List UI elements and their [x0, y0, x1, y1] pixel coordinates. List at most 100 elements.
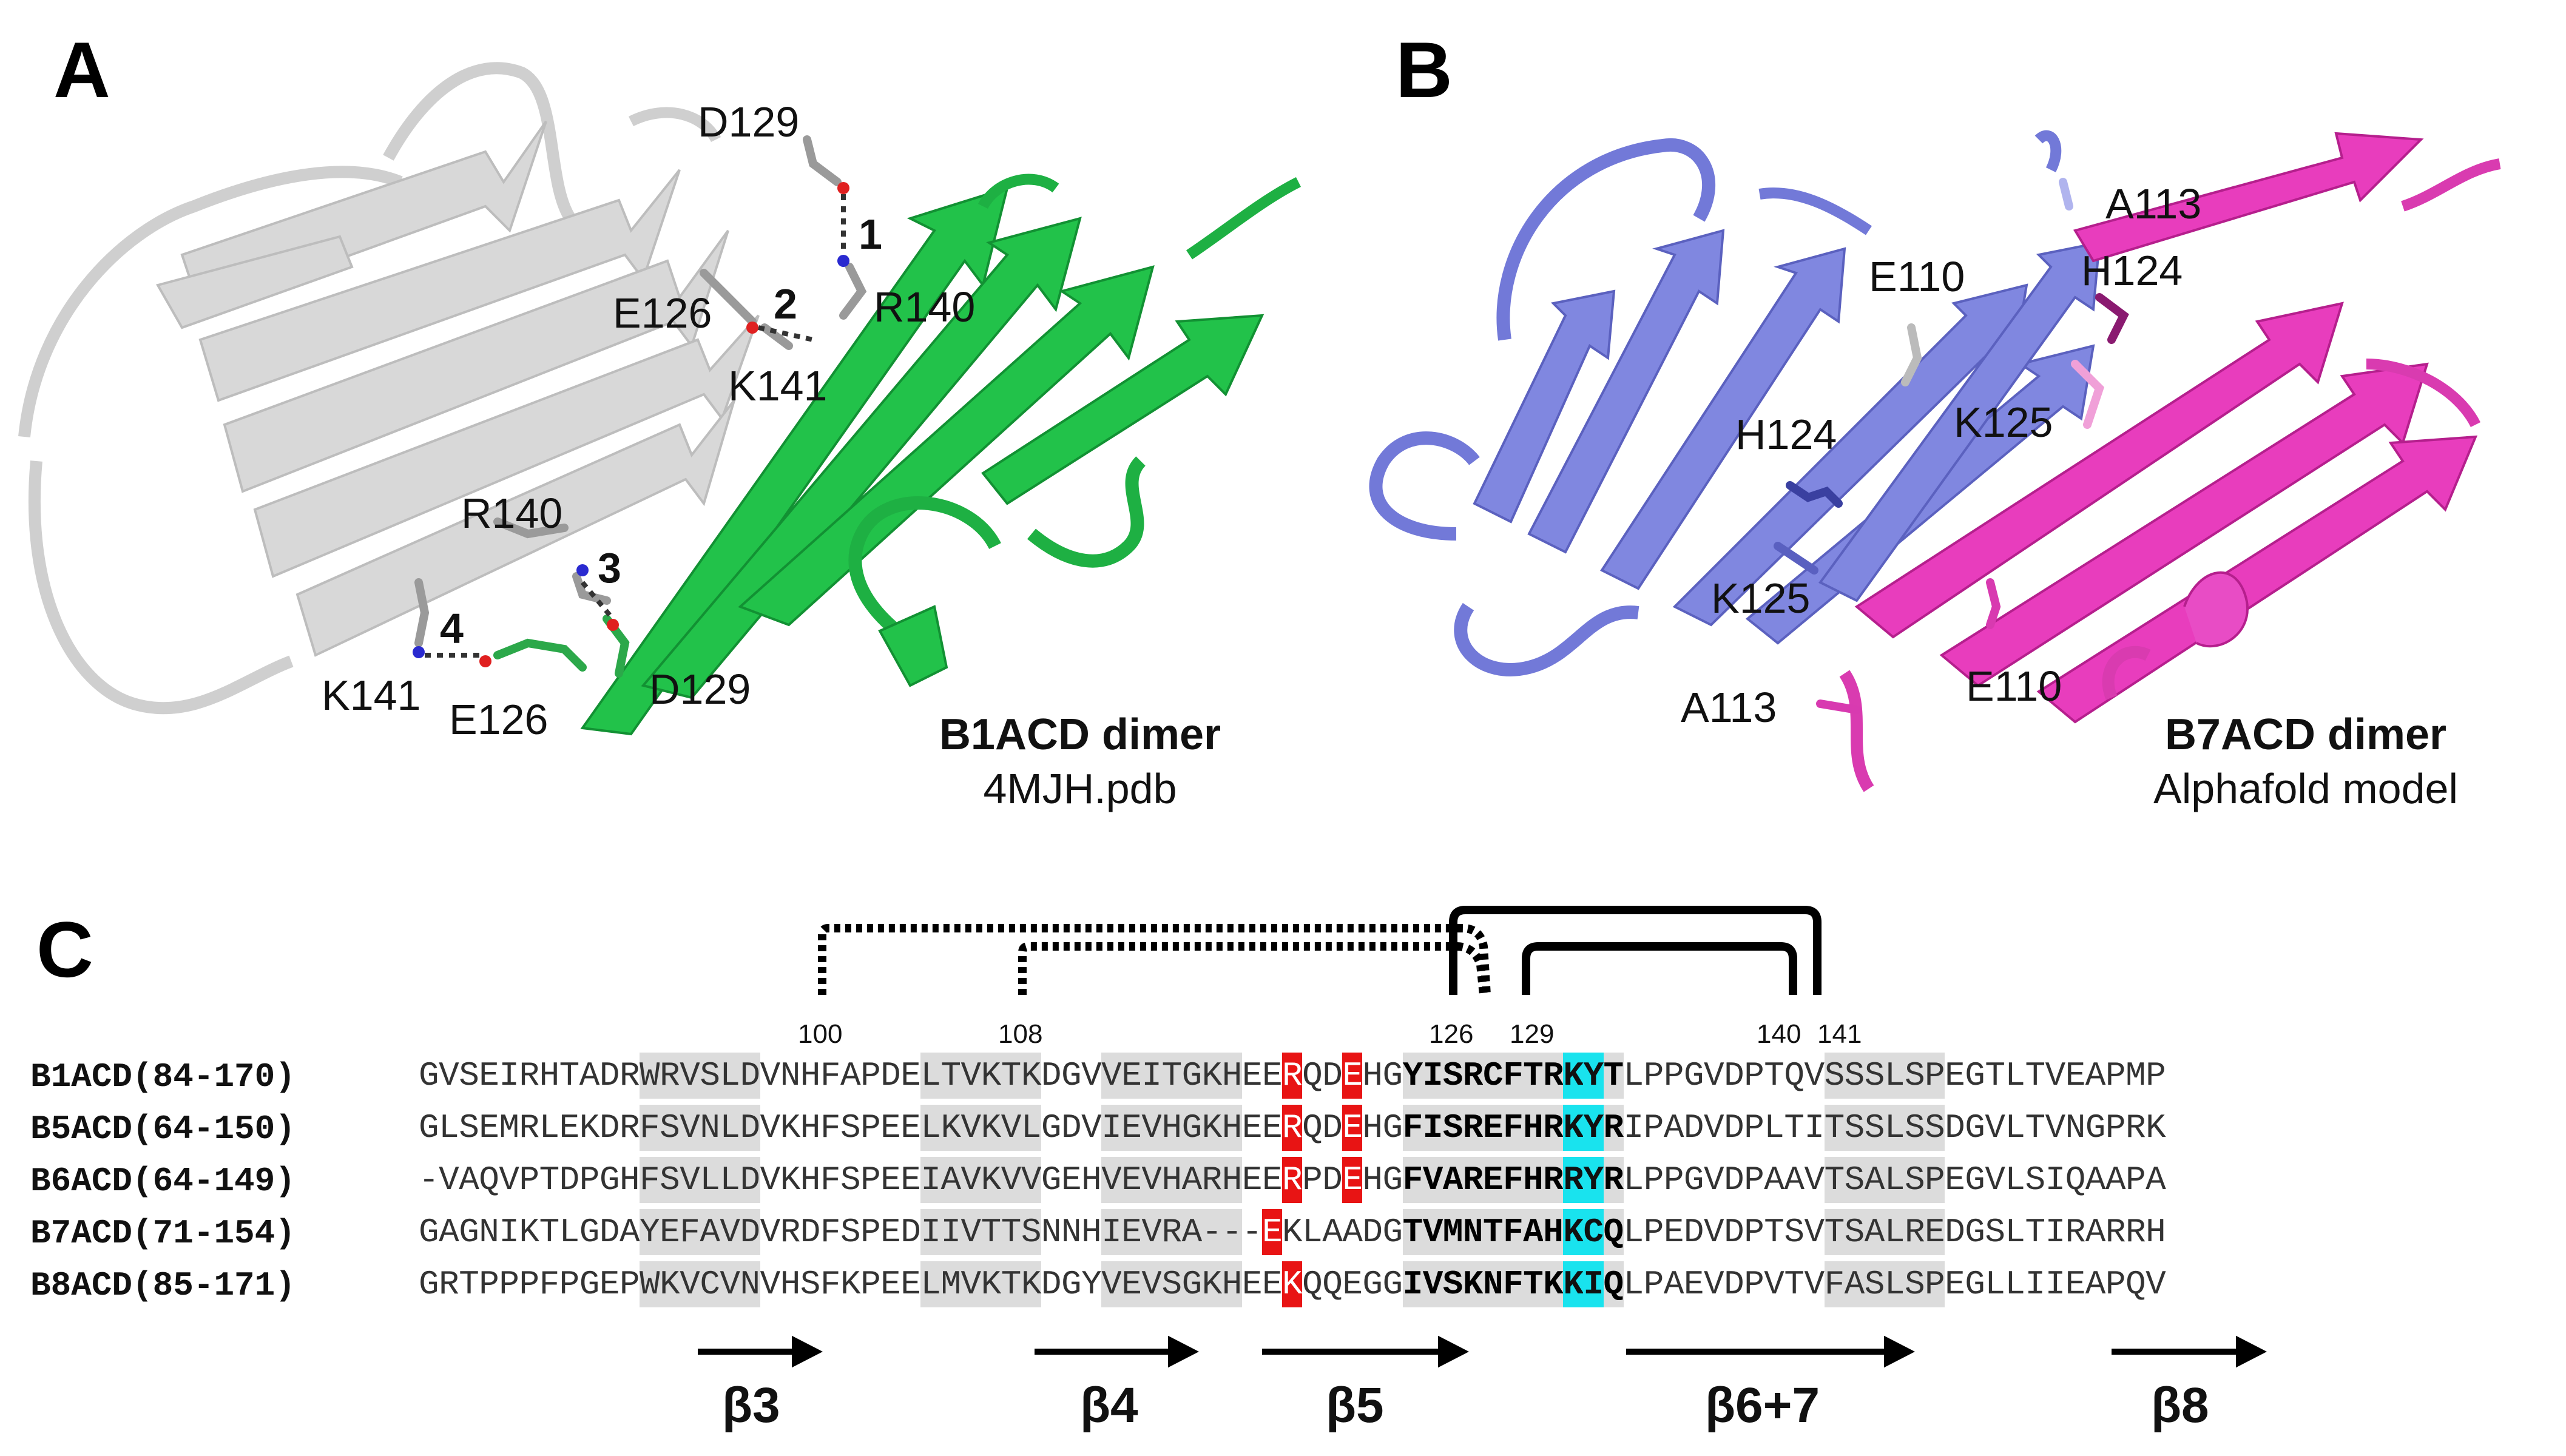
residue: A — [2146, 1161, 2166, 1199]
residue: L — [2005, 1056, 2026, 1095]
residue: G — [1965, 1265, 1985, 1304]
residue: S — [1864, 1053, 1885, 1099]
residue: S — [840, 1161, 861, 1199]
residue: P — [579, 1161, 600, 1199]
residue: H — [1362, 1108, 1383, 1147]
residue: V — [1422, 1209, 1443, 1255]
residue: E — [1121, 1053, 1142, 1099]
residue: G — [1181, 1105, 1202, 1151]
sequence-residues: GVSEIRHTADRWRVSLDVNHFAPDELTVKTKDGVVEITGK… — [419, 1053, 2166, 1099]
residue: G — [1382, 1265, 1403, 1304]
residue: M — [499, 1108, 519, 1147]
residue: G — [1362, 1265, 1383, 1304]
residue: K — [981, 1157, 1001, 1203]
residue: C — [1583, 1209, 1604, 1255]
residue: D — [1322, 1108, 1343, 1147]
residue: G — [419, 1213, 439, 1252]
residue: Y — [640, 1209, 660, 1255]
residue: E — [2065, 1265, 2086, 1304]
residue: S — [1161, 1261, 1182, 1307]
residue: V — [2146, 1265, 2166, 1304]
residue: E — [880, 1213, 901, 1252]
strand-label-b5: β5 — [1326, 1378, 1384, 1433]
label-r140-top: R140 — [874, 283, 975, 331]
residue: Y — [1583, 1157, 1604, 1203]
residue: E — [1261, 1108, 1283, 1147]
residue: E — [1342, 1157, 1363, 1203]
residue: M — [1442, 1209, 1463, 1255]
label-k125-left: K125 — [1711, 575, 1810, 622]
residue: F — [1402, 1157, 1423, 1203]
residue: R — [519, 1108, 540, 1147]
residue: P — [2125, 1161, 2146, 1199]
residue: G — [1683, 1056, 1704, 1095]
residue: A — [1523, 1209, 1544, 1255]
panel-a-sidechains — [414, 135, 867, 647]
residue: I — [2045, 1265, 2066, 1304]
residue: A — [1663, 1108, 1684, 1147]
residue: T — [1523, 1261, 1544, 1307]
residue: G — [1061, 1056, 1082, 1095]
residue: E — [1261, 1161, 1283, 1199]
residue: T — [2025, 1213, 2046, 1252]
residue: E — [880, 1108, 901, 1147]
residue: P — [559, 1265, 580, 1304]
residue: E — [2065, 1056, 2086, 1095]
residue: I — [1623, 1108, 1644, 1147]
residue: H — [800, 1161, 821, 1199]
label-k141-top: K141 — [728, 362, 827, 410]
residue: F — [640, 1105, 660, 1151]
label-a113-bot: A113 — [1681, 684, 1777, 731]
residue: A — [1844, 1261, 1865, 1307]
residue: Q — [1302, 1108, 1323, 1147]
panel-b-sidechains — [1774, 178, 2129, 714]
residue: T — [2025, 1108, 2046, 1147]
residue: N — [1041, 1213, 1062, 1252]
residue: A — [619, 1213, 640, 1252]
panel-letter-c: C — [36, 905, 93, 994]
residue: L — [559, 1213, 580, 1252]
residue: - — [1241, 1213, 1263, 1252]
residue: P — [1744, 1108, 1764, 1147]
residue: T — [459, 1265, 479, 1304]
residue: S — [1021, 1209, 1041, 1255]
residue: P — [619, 1265, 640, 1304]
residue: V — [720, 1261, 740, 1307]
residue: V — [680, 1053, 700, 1099]
residue: L — [2005, 1213, 2026, 1252]
residue: N — [2065, 1108, 2086, 1147]
residue: G — [579, 1265, 600, 1304]
residue: D — [1683, 1213, 1704, 1252]
sequence-name: B6ACD(64-149) — [30, 1162, 295, 1201]
residue: R — [2105, 1213, 2126, 1252]
residue: H — [1161, 1105, 1182, 1151]
residue: E — [599, 1265, 620, 1304]
residue: S — [700, 1053, 720, 1099]
residue: A — [2085, 1213, 2106, 1252]
residue: V — [1804, 1056, 1825, 1095]
residue: V — [2045, 1056, 2066, 1095]
residue: V — [1141, 1105, 1162, 1151]
residue: V — [1422, 1261, 1443, 1307]
strand-label-b6-7: β6+7 — [1705, 1378, 1820, 1433]
residue: D — [740, 1157, 760, 1203]
residue: V — [1001, 1157, 1021, 1203]
residue: Y — [1583, 1105, 1604, 1151]
residue: T — [1001, 1053, 1021, 1099]
residue: R — [519, 1056, 540, 1095]
residue: Q — [1784, 1056, 1805, 1095]
residue: T — [1784, 1108, 1805, 1147]
label-e110-bot: E110 — [1966, 662, 2062, 710]
residue: V — [1804, 1213, 1825, 1252]
residue: E — [880, 1265, 901, 1304]
residue: P — [1744, 1213, 1764, 1252]
residue: A — [459, 1161, 479, 1199]
residue: N — [1462, 1209, 1483, 1255]
residue: L — [1884, 1209, 1905, 1255]
residue: P — [1643, 1108, 1664, 1147]
residue: E — [559, 1108, 580, 1147]
residue: T — [1603, 1053, 1624, 1099]
residue: H — [800, 1108, 821, 1147]
residue: K — [579, 1108, 600, 1147]
residue: P — [1643, 1213, 1664, 1252]
